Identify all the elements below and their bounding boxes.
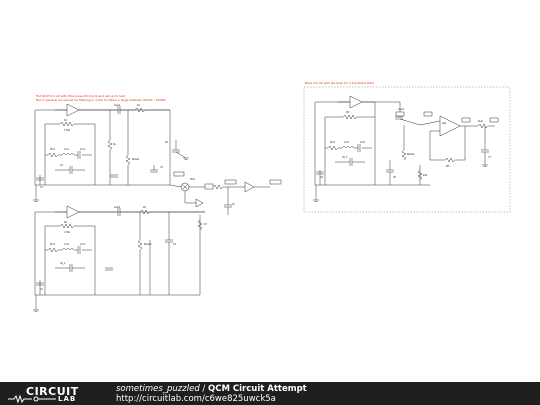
- svg-text:C4: C4: [173, 243, 177, 246]
- left-note-line2: But in general we should be filtering in…: [36, 98, 166, 102]
- svg-text:Cser1: Cser1: [114, 104, 121, 107]
- svg-text:Rout: Rout: [478, 120, 483, 123]
- logo-text-bottom: LAB: [58, 395, 77, 403]
- svg-text:Cser2: Cser2: [114, 206, 121, 209]
- circuit-title: QCM Circuit Attempt: [208, 384, 307, 394]
- svg-text:1 MΩ: 1 MΩ: [64, 129, 70, 132]
- svg-text:Rm1: Rm1: [50, 148, 56, 151]
- svg-text:Rf1: Rf1: [446, 165, 450, 168]
- svg-text:Rm3: Rm3: [330, 141, 336, 144]
- svg-text:C3: C3: [160, 166, 164, 169]
- svg-text:C0: C0: [60, 164, 64, 167]
- svg-text:R2: R2: [137, 104, 141, 107]
- svg-text:C0_3: C0_3: [342, 156, 348, 159]
- circuit-url[interactable]: http://circuitlab.com/c6we825uwck5a: [116, 394, 276, 404]
- svg-text:R4: R4: [64, 221, 68, 224]
- svg-text:Lm2: Lm2: [64, 243, 69, 246]
- svg-text:Lm1: Lm1: [64, 148, 69, 151]
- svg-text:R5: R5: [143, 206, 147, 209]
- svg-text:Mix1: Mix1: [190, 178, 196, 181]
- left-note-line1: Fist QCM Circuit with Pole poles DC bloc…: [36, 94, 125, 98]
- svg-text:R3: R3: [165, 141, 169, 144]
- svg-text:C6: C6: [320, 176, 324, 179]
- svg-text:Rm2: Rm2: [50, 243, 56, 246]
- svg-text:Rbias2: Rbias2: [144, 243, 152, 246]
- bandpass-box: [303, 86, 511, 213]
- mixer-output-chain: [169, 171, 282, 240]
- upper-left-circuit: [33, 103, 189, 202]
- logo-text-top: CIRCUIT: [26, 385, 79, 398]
- svg-text:Cm1: Cm1: [80, 148, 86, 151]
- svg-text:Cm2: Cm2: [80, 243, 86, 246]
- schematic-canvas: R1 1 MΩ Rm1 Lm1 Cm1 C0 Cser1 R2 Rs Rbias1 C…: [33, 86, 511, 312]
- svg-text:C5: C5: [232, 203, 236, 206]
- bandpass-circuit: [313, 95, 499, 202]
- component-annotations: R1 1 MΩ Rm1 Lm1 Cm1 C0 Cser1 R2 Rs Rbias1 C…: [40, 104, 492, 291]
- svg-text:Rbias1: Rbias1: [132, 158, 140, 161]
- circuitlab-logo[interactable]: CIRCUIT LAB: [6, 384, 96, 404]
- svg-text:Cser3: Cser3: [398, 108, 405, 111]
- svg-text:R8: R8: [346, 111, 350, 114]
- svg-text:Cm3: Cm3: [360, 141, 366, 144]
- waveform-icon: [8, 394, 56, 404]
- svg-text:Lm3: Lm3: [344, 141, 349, 144]
- author-link[interactable]: sometimes_puzzled: [116, 384, 200, 394]
- svg-text:C0_2: C0_2: [60, 262, 66, 265]
- right-note-line1: Bass Circuit with Op-Amp for a bandpass …: [305, 81, 375, 85]
- svg-text:1 MΩ: 1 MΩ: [64, 231, 70, 234]
- svg-text:Rbias3: Rbias3: [407, 153, 415, 156]
- svg-text:C2: C2: [40, 288, 44, 291]
- lower-left-circuit: [33, 205, 205, 312]
- byline: sometimes_puzzled / QCM Circuit Attempt: [116, 384, 307, 394]
- byline-separator: /: [199, 384, 208, 394]
- svg-text:Rs: Rs: [113, 143, 117, 146]
- footer-bar: CIRCUIT LAB sometimes_puzzled / QCM Circ…: [0, 382, 540, 405]
- svg-text:C1: C1: [40, 186, 44, 189]
- svg-text:C7: C7: [488, 156, 492, 159]
- svg-text:R10: R10: [423, 174, 428, 177]
- svg-text:R1: R1: [64, 119, 68, 122]
- svg-text:OA1: OA1: [442, 122, 447, 125]
- svg-text:C8: C8: [393, 176, 397, 179]
- svg-text:R7: R7: [204, 223, 208, 226]
